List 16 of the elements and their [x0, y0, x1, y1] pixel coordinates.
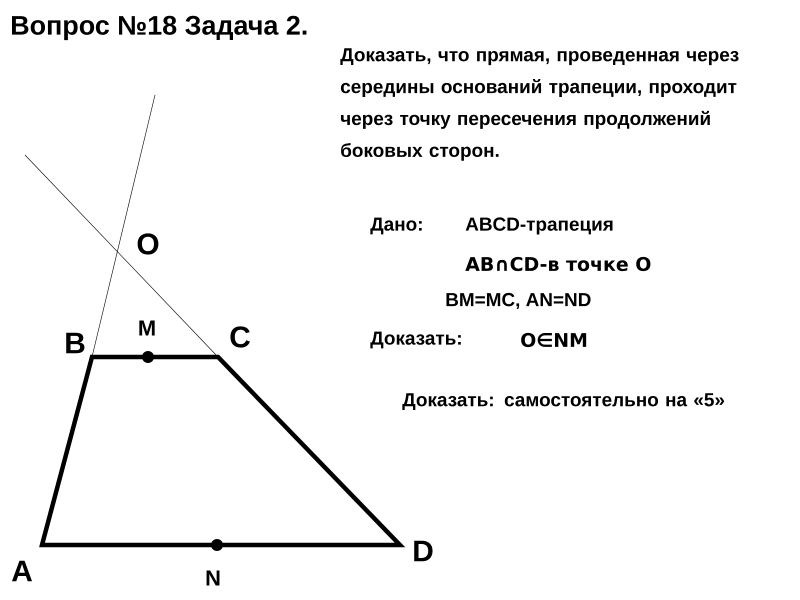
- title: Вопрос №18 Задача 2.: [12, 16, 306, 40]
- prove-text: O∈NM: [521, 332, 586, 348]
- point-label: A: [12, 560, 32, 582]
- point-label: M: [139, 320, 155, 336]
- given-label: Дано:: [370, 218, 422, 234]
- given-text: ABCD-трапеция: [466, 217, 612, 235]
- problem-text: Доказать, что прямая, проведенная через середины оснований трапеции, проходит через точку пересечения продолжений боковых сторон.: [340, 48, 739, 161]
- point-label: D: [414, 540, 433, 562]
- point-label: C: [230, 326, 250, 348]
- point-label: O: [138, 233, 158, 255]
- note-text: Доказать: самостоятельно на «5»: [402, 393, 724, 410]
- prove-label: Доказать:: [370, 332, 461, 348]
- point-label: B: [66, 332, 84, 354]
- given-text: BM=MC, AN=ND: [446, 292, 591, 310]
- given-text: AB∩CD-в точке O: [465, 256, 650, 272]
- point-label: N: [206, 570, 220, 586]
